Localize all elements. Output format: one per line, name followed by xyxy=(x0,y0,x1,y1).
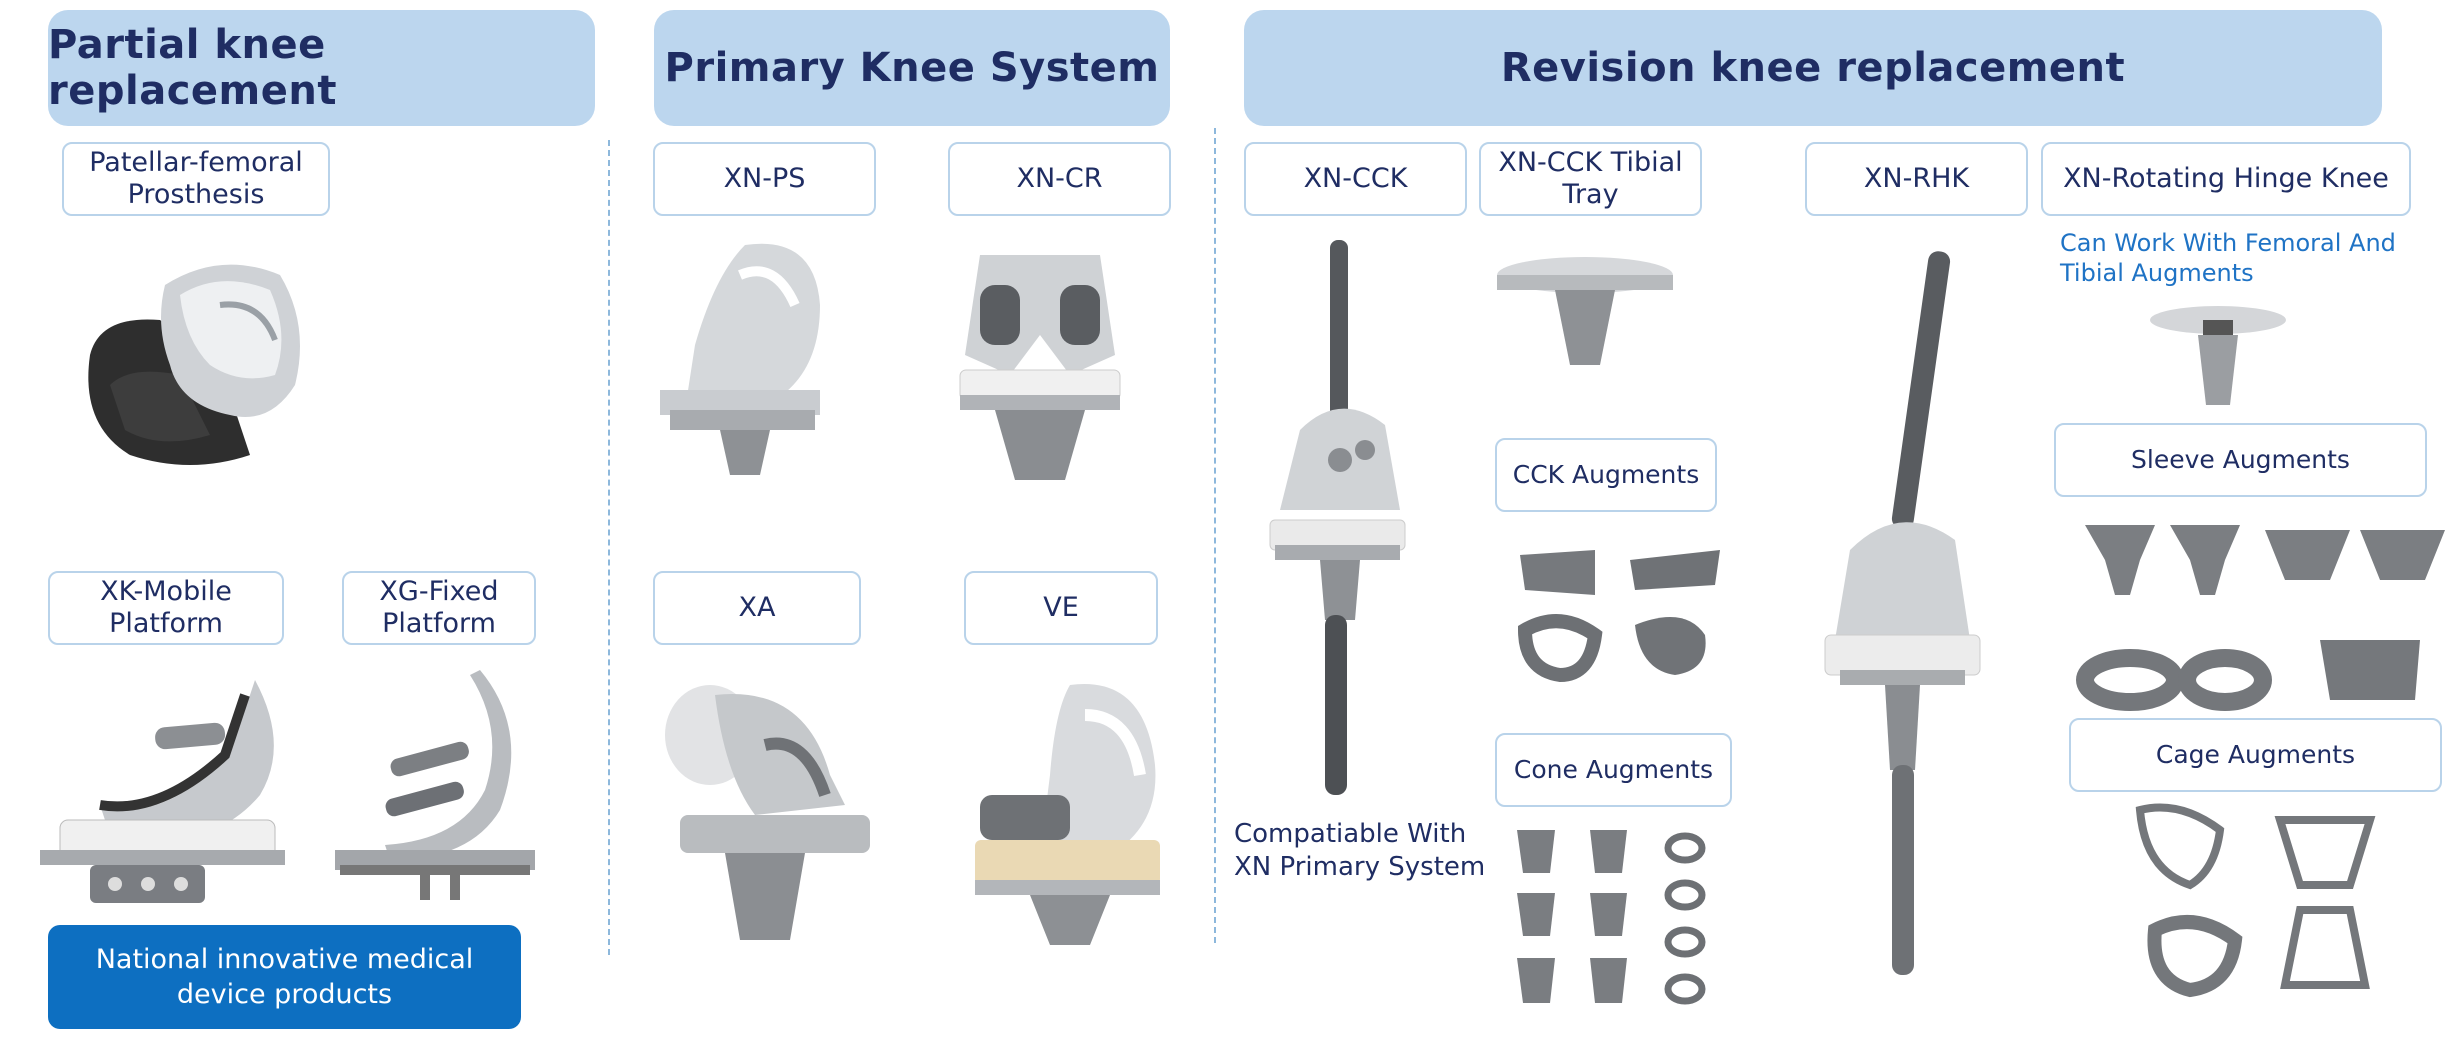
label-xa: XA xyxy=(653,571,861,645)
xn-cck-image xyxy=(1269,240,1406,795)
patellar-femoral-image xyxy=(88,264,300,465)
xn-rhk-image xyxy=(1824,251,1981,975)
cage-augments-image xyxy=(2135,803,2376,998)
label-cone-augments: Cone Augments xyxy=(1495,733,1732,807)
xg-fixed-image xyxy=(335,670,535,900)
header-partial: Partial knee replacement xyxy=(48,10,595,126)
label-xn-cck-tibial-tray: XN-CCK Tibial Tray xyxy=(1479,142,1702,216)
ve-image xyxy=(975,684,1160,945)
label-xn-cck: XN-CCK xyxy=(1244,142,1467,216)
label-patellar-femoral: Patellar-femoral Prosthesis xyxy=(62,142,330,216)
note-can-work: Can Work With Femoral And Tibial Augment… xyxy=(2060,229,2396,287)
header-primary: Primary Knee System xyxy=(654,10,1170,126)
xk-mobile-image xyxy=(40,680,285,903)
header-revision: Revision knee replacement xyxy=(1244,10,2382,126)
cone-augments-image xyxy=(1517,830,1706,1005)
separator-1 xyxy=(608,140,610,955)
label-sleeve-augments: Sleeve Augments xyxy=(2054,423,2427,497)
xn-cr-image xyxy=(959,255,1121,480)
cck-augments-image xyxy=(1517,550,1720,683)
xn-rotating-hinge-image xyxy=(2150,306,2286,405)
label-xn-cr: XN-CR xyxy=(948,142,1171,216)
label-xn-ps: XN-PS xyxy=(653,142,876,216)
xn-ps-image xyxy=(660,243,820,475)
label-ve: VE xyxy=(964,571,1158,645)
label-cck-augments: CCK Augments xyxy=(1495,438,1717,512)
separator-2 xyxy=(1214,128,1216,943)
xa-image xyxy=(665,685,870,940)
xn-cck-tray-image xyxy=(1497,257,1673,365)
label-cage-augments: Cage Augments xyxy=(2069,718,2442,792)
national-innovative-badge: National innovative medical device produ… xyxy=(48,925,521,1029)
label-xk-mobile: XK-Mobile Platform xyxy=(48,571,284,645)
label-xg-fixed: XG-Fixed Platform xyxy=(342,571,536,645)
label-xn-rotating-hinge-knee: XN-Rotating Hinge Knee xyxy=(2041,142,2411,216)
sleeve-augments-image xyxy=(2076,525,2445,711)
note-compatible: Compatiable With XN Primary System xyxy=(1234,819,1486,882)
label-xn-rhk: XN-RHK xyxy=(1805,142,2028,216)
